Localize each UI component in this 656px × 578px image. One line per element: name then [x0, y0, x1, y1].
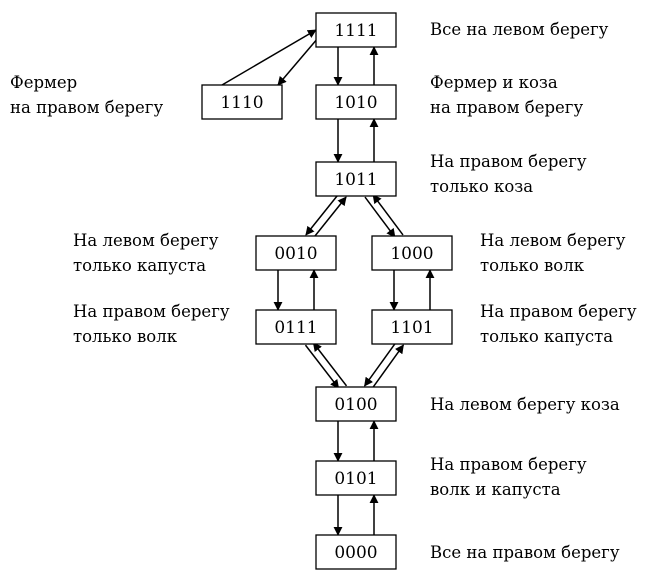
- caption-line: Все на правом берегу: [430, 543, 620, 562]
- state-code-label: 1110: [220, 93, 263, 113]
- state-box-frame: [201, 84, 283, 120]
- caption-line: На правом берегу: [480, 302, 637, 321]
- state-caption-1110: Фермер на правом берегу: [10, 73, 163, 117]
- state-caption-0100: На левом берегу коза: [430, 395, 620, 414]
- state-code-label: 1011: [334, 170, 377, 190]
- state-code-label: 0100: [334, 395, 377, 415]
- state-box-1101: 1101: [371, 309, 453, 345]
- caption-line: только капуста: [480, 327, 613, 346]
- state-code-label: 0000: [334, 543, 377, 563]
- caption-line: Фермер: [10, 73, 77, 92]
- caption-line: только коза: [430, 177, 533, 196]
- state-box-0111: 0111: [255, 309, 337, 345]
- caption-line: На правом берегу: [430, 455, 587, 474]
- state-box-0100: 0100: [315, 386, 397, 422]
- state-box-frame: [315, 460, 397, 496]
- state-box-frame: [255, 309, 337, 345]
- caption-line: только волк: [480, 256, 585, 275]
- transition-arrow-1101-to-0100: [364, 342, 397, 387]
- caption-line: Фермер и коза: [430, 73, 558, 92]
- state-code-label: 1111: [334, 21, 377, 41]
- transition-arrow-1110-to-1111: [221, 29, 317, 86]
- state-caption-1011: На правом берегу только коза: [430, 152, 587, 196]
- transition-arrow-1000-to-1011: [372, 194, 404, 236]
- state-code-label: 0010: [274, 244, 317, 264]
- state-caption-1111: Все на левом берегу: [430, 20, 609, 39]
- transition-arrow-1011-to-1000: [364, 196, 396, 238]
- state-box-frame: [315, 161, 397, 197]
- transition-arrow-0100-to-1101: [371, 344, 404, 389]
- state-caption-1010: Фермер и коза на правом берегу: [430, 73, 583, 117]
- state-box-frame: [371, 309, 453, 345]
- state-box-1111: 1111: [315, 12, 397, 48]
- caption-line: На правом берегу: [73, 302, 230, 321]
- state-box-1000: 1000: [371, 235, 453, 271]
- caption-line: На левом берегу коза: [430, 395, 620, 414]
- state-box-1011: 1011: [315, 161, 397, 197]
- state-code-label: 1000: [390, 244, 433, 264]
- caption-line: на правом берегу: [430, 98, 583, 117]
- state-box-frame: [315, 12, 397, 48]
- state-caption-0010: На левом берегу только капуста: [73, 231, 219, 275]
- state-box-0010: 0010: [255, 235, 337, 271]
- state-box-1110: 1110: [201, 84, 283, 120]
- state-box-frame: [371, 235, 453, 271]
- transition-arrow-0010-to-1011: [313, 196, 347, 238]
- state-box-1010: 1010: [315, 84, 397, 120]
- state-code-label: 1101: [390, 318, 433, 338]
- state-code-label: 0101: [334, 469, 377, 489]
- state-box-frame: [255, 235, 337, 271]
- state-caption-1000: На левом берегу только волк: [480, 231, 626, 275]
- states-layer: 1111 1110 1010 1011 0010 1000 0111 1101 0100 0101…: [201, 12, 453, 570]
- caption-line: Все на левом берегу: [430, 20, 609, 39]
- caption-line: только волк: [73, 327, 178, 346]
- state-caption-0000: Все на правом берегу: [430, 543, 620, 562]
- state-caption-0101: На правом берегу волк и капуста: [430, 455, 587, 499]
- state-box-frame: [315, 386, 397, 422]
- transition-arrow-1011-to-0010: [305, 194, 339, 236]
- transition-arrow-0111-to-0100: [304, 344, 340, 389]
- transition-arrow-0100-to-0111: [312, 342, 348, 387]
- state-box-frame: [315, 534, 397, 570]
- caption-line: волк и капуста: [430, 480, 561, 499]
- caption-line: на правом берегу: [10, 98, 163, 117]
- state-code-label: 1010: [334, 93, 377, 113]
- transition-arrow-1111-to-1110: [277, 37, 319, 86]
- state-caption-1101: На правом берегу только капуста: [480, 302, 637, 346]
- state-box-frame: [315, 84, 397, 120]
- transitions-layer: [221, 29, 435, 536]
- state-box-0000: 0000: [315, 534, 397, 570]
- caption-line: На левом берегу: [480, 231, 626, 250]
- state-box-0101: 0101: [315, 460, 397, 496]
- state-caption-0111: На правом берегу только волк: [73, 302, 230, 346]
- caption-line: На правом берегу: [430, 152, 587, 171]
- state-code-label: 0111: [274, 318, 317, 338]
- caption-line: только капуста: [73, 256, 206, 275]
- caption-line: На левом берегу: [73, 231, 219, 250]
